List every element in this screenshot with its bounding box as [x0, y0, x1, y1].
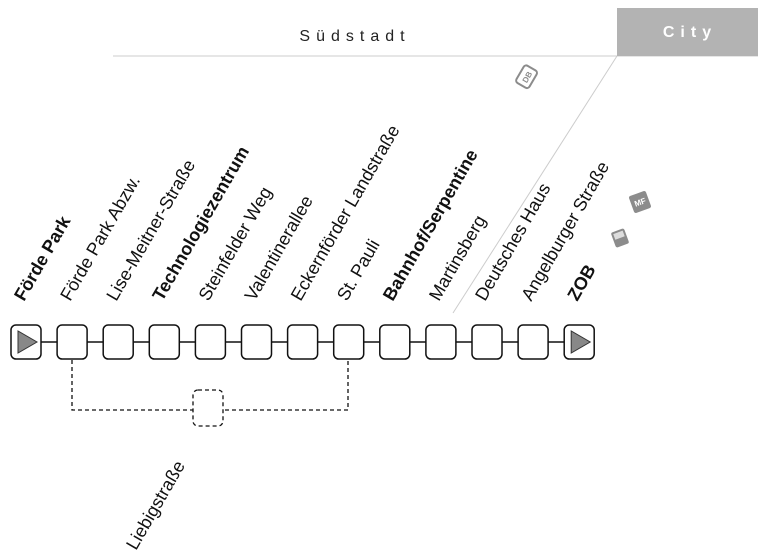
city-zone-label: City: [663, 24, 717, 41]
icons-layer: DB MF: [515, 64, 651, 248]
city-zone-header: [617, 8, 758, 56]
stop-marker-steinfelder-weg[interactable]: [194, 324, 227, 360]
branch-connector-line: [71, 360, 349, 411]
branch-stop-liebigstrasse: [192, 389, 224, 427]
mf-icon: MF: [629, 191, 651, 213]
stop-marker-valentinerallee[interactable]: [240, 324, 273, 360]
stop-marker-lise-meitner-stra-e[interactable]: [102, 324, 134, 360]
stop-marker-technologiezentrum[interactable]: [148, 324, 181, 360]
stop-marker-eckernf-rder-landstra-e[interactable]: [286, 324, 319, 360]
stop-label-zob: ZOB: [563, 261, 599, 304]
stop-label-st-pauli: St. Pauli: [333, 236, 384, 304]
suedstadt-zone-label: Südstadt: [299, 28, 410, 45]
db-icon: DB: [515, 64, 538, 90]
stop-marker-martinsberg[interactable]: [425, 324, 457, 360]
bus-icon: [611, 228, 629, 248]
zone-divider-line: [452, 55, 618, 314]
stop-marker-bahnhof-serpentine[interactable]: [379, 324, 411, 360]
terminus-arrow-icon: [570, 330, 592, 354]
stop-marker-st-pauli[interactable]: [332, 324, 365, 360]
stop-marker-deutsches-haus[interactable]: [471, 324, 503, 360]
terminus-arrow-icon: [17, 330, 38, 354]
branch-stop-label: Liebigstraße: [122, 457, 189, 553]
stop-marker-angelburger-stra-e[interactable]: [517, 324, 549, 360]
stop-label-angelburger-stra-e: Angelburger Straße: [517, 158, 613, 304]
stops-layer: [10, 324, 595, 360]
stop-marker-f-rde-park-abzw[interactable]: [56, 324, 88, 360]
svg-text:MF: MF: [633, 196, 647, 208]
